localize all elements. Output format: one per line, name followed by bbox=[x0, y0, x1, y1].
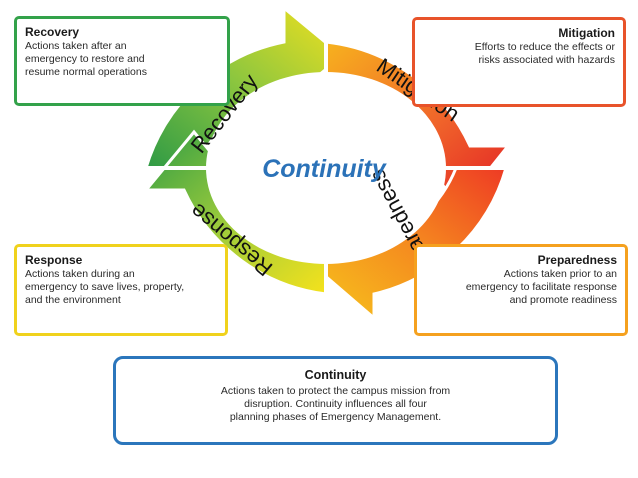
mitigation-box: Mitigation Efforts to reduce the effects… bbox=[412, 17, 626, 107]
recovery-box-title: Recovery bbox=[25, 25, 80, 39]
continuity-desc-line: disruption. Continuity influences all fo… bbox=[244, 398, 427, 410]
mitigation-box-description: Efforts to reduce the effects or risks a… bbox=[423, 41, 615, 67]
preparedness-desc-line: Actions taken prior to an bbox=[503, 268, 617, 280]
continuity-box-title: Continuity bbox=[304, 368, 367, 382]
mitigation-desc-line: Efforts to reduce the effects or bbox=[474, 41, 615, 53]
response-desc-line: emergency to save lives, property, bbox=[25, 281, 185, 293]
response-box-description: Actions taken during an emergency to sav… bbox=[25, 268, 217, 307]
preparedness-desc-line: emergency to facilitate response bbox=[465, 281, 617, 293]
recovery-desc-line: Actions taken after an bbox=[25, 40, 127, 52]
center-label: Continuity bbox=[262, 155, 387, 183]
mitigation-desc-line: risks associated with hazards bbox=[478, 54, 615, 66]
continuity-desc-line: Actions taken to protect the campus miss… bbox=[220, 385, 451, 397]
preparedness-box: Preparedness Actions taken prior to an e… bbox=[414, 244, 628, 336]
recovery-box: Recovery Actions taken after an emergenc… bbox=[14, 16, 230, 106]
response-desc-line: Actions taken during an bbox=[25, 268, 135, 280]
preparedness-box-description: Actions taken prior to an emergency to f… bbox=[425, 268, 617, 307]
recovery-desc-line: resume normal operations bbox=[25, 66, 147, 78]
response-desc-line: and the environment bbox=[25, 294, 121, 306]
preparedness-desc-line: and promote readiness bbox=[509, 294, 617, 306]
response-box: Response Actions taken during an emergen… bbox=[14, 244, 228, 336]
recovery-desc-line: emergency to restore and bbox=[25, 53, 145, 65]
preparedness-box-title: Preparedness bbox=[537, 253, 617, 267]
mitigation-box-title: Mitigation bbox=[558, 26, 615, 40]
continuity-box: Continuity Actions taken to protect the … bbox=[113, 356, 558, 445]
continuity-box-description: Actions taken to protect the campus miss… bbox=[128, 385, 543, 424]
continuity-desc-line: planning phases of Emergency Management. bbox=[229, 411, 442, 423]
response-box-title: Response bbox=[25, 253, 83, 267]
recovery-box-description: Actions taken after an emergency to rest… bbox=[25, 40, 219, 79]
